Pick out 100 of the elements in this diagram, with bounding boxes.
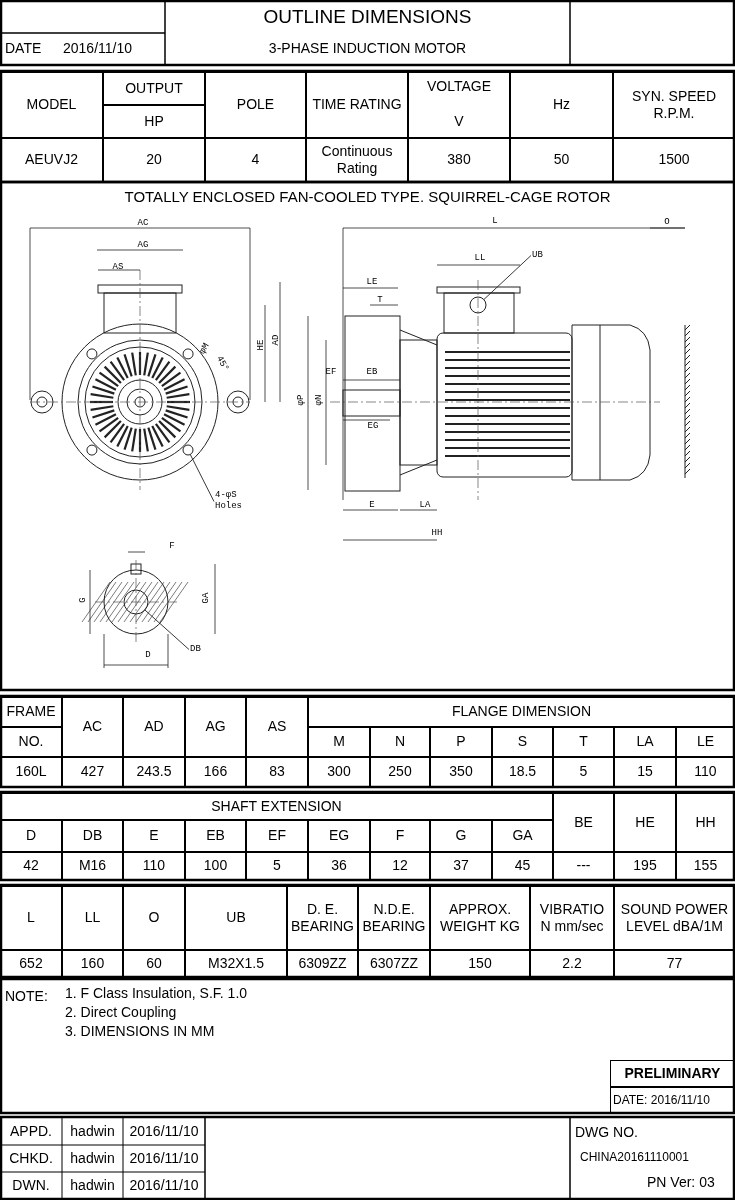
dimension-label: T [377,295,383,305]
table-header-cell: HE [614,793,676,852]
note-text: 3. DIMENSIONS IN MM [65,1023,215,1040]
leader-line [189,454,215,502]
signature-table-cell-text: hadwin [69,1148,116,1168]
version-label: PN Ver: 03 [647,1174,715,1191]
dimension-label: EF [325,367,337,377]
table-value-cell: 2.2 [530,950,614,977]
table-value-cell: 45 [492,852,553,880]
date-value: 2016/11/10 [63,40,133,57]
table-value-cell: 350 [430,757,492,787]
table-value-cell: 100 [185,852,246,880]
table-value-cell: 15 [614,757,676,787]
table-value-cell: 160L [0,757,62,787]
table-value-cell: --- [553,852,614,880]
table-header-cell: SHAFT EXTENSION [0,793,553,820]
table-header-cell: FLANGE DIMENSION [308,697,735,727]
table-header-cell: M [308,727,370,757]
stamp-date: DATE: 2016/11/10 [610,1087,735,1113]
table-value-cell: 4 [205,138,306,182]
signature-table-cell-text: 2016/11/10 [128,1176,200,1196]
table-value-cell: 77 [614,950,735,977]
dimension-label: L [492,216,498,226]
table-header-cell: BE [553,793,614,852]
table-header-cell: AD [123,697,185,757]
signature-table-cell-text: 2016/11/10 [128,1148,200,1168]
note-heading: NOTE: [5,988,48,1005]
table-value-cell: 110 [123,852,185,880]
status-stamp: PRELIMINARY [610,1060,735,1087]
dimension-label: E [369,500,375,510]
dimension-label: LL [474,253,486,263]
table-value-cell: 5 [553,757,614,787]
callout-text: UB [532,250,543,262]
signature-table-cell-text: CHKD. [8,1148,54,1168]
table-value-cell: 83 [246,757,308,787]
table-value-cell: 42 [0,852,62,880]
dimension-label: G [78,597,88,603]
table-value-cell: 195 [614,852,676,880]
unit-label: V [453,112,465,132]
table-header-cell: LA [614,727,676,757]
table-header-cell: AC [62,697,123,757]
table-value-cell: AEUVJ2 [0,138,103,182]
table-header-cell: EF [246,820,308,852]
table-header-cell: LE [676,727,735,757]
dimension-label: φN [314,394,324,406]
dimension-label: O [664,217,670,227]
drawing-number: CHINA20161110001 [580,1150,689,1165]
signature-table-cell-text: hadwin [69,1176,116,1196]
table-header-cell: P [430,727,492,757]
table-value-cell: 36 [308,852,370,880]
drawing-heading: TOTALLY ENCLOSED FAN-COOLED TYPE. SQUIRREL-CAGE ROTOR [123,186,612,207]
table-value-cell: 60 [123,950,185,977]
signature-table-cell-text: hadwin [69,1121,116,1141]
dimension-label: D [145,650,151,660]
table-header-cell: POLE [205,72,306,138]
dimension-label: GA [201,592,211,604]
table-header-cell: Hz [510,72,613,138]
table-header-cell: S [492,727,553,757]
table-value-cell: 166 [185,757,246,787]
hole-symbol [123,589,149,615]
table-value-cell: 6309ZZ [287,950,358,977]
table-header-cell: N [370,727,430,757]
table-header-cell: EB [185,820,246,852]
table-header-cell: HH [676,793,735,852]
dimension-label: AC [137,218,149,228]
table-header-cell: G [430,820,492,852]
dimension-label: AD [271,334,281,346]
table-header-cell: NO. [0,727,62,757]
table-header-cell: VIBRATIO N mm/sec [530,886,614,950]
table-header-cell: E [123,820,185,852]
table-value-cell: 250 [370,757,430,787]
table-value-cell: 427 [62,757,123,787]
note-text: 1. F Class Insulation, S.F. 1.0 [65,985,248,1002]
table-header-cell: LL [62,886,123,950]
table-header-cell: GA [492,820,553,852]
table-header-cell: MODEL [0,72,103,138]
table-header-cell: DB [62,820,123,852]
table-header-cell: D. E. BEARING [287,886,358,950]
hole-symbol [182,444,194,456]
leader-line [483,255,532,300]
table-header-cell: F [370,820,430,852]
table-header-cell: AS [246,697,308,757]
dimension-label: φM [198,342,212,356]
table-value-cell: 160 [62,950,123,977]
table-header-cell: D [0,820,62,852]
table-value-cell: 380 [408,138,510,182]
table-header-cell: SYN. SPEED R.P.M. [613,72,735,138]
drawing-subtitle: 3-PHASE INDUCTION MOTOR [267,39,468,59]
table-value-cell: 12 [370,852,430,880]
note-text: 2. Direct Coupling [65,1004,177,1021]
table-value-cell: 20 [103,138,205,182]
table-header-cell: L [0,886,62,950]
dimension-label: F [169,541,175,551]
table-header-cell: TIME RATING [306,72,408,138]
table-header-cell: SOUND POWER LEVEL dBA/1M [614,886,735,950]
drawing-number-label: DWG NO. [575,1124,638,1141]
table-value-cell: 18.5 [492,757,553,787]
table-header-cell: T [553,727,614,757]
dimension-label: LA [419,500,431,510]
table-value-cell: 110 [676,757,735,787]
